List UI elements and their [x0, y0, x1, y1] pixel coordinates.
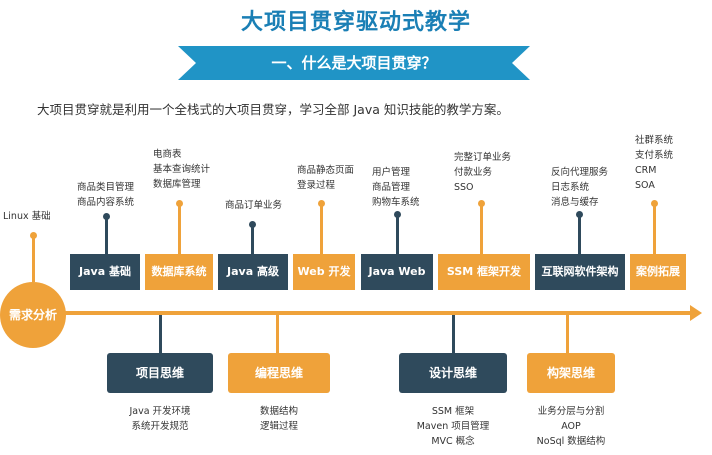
stage-4-stem: [320, 203, 323, 254]
stage-4-topics: 商品静态页面 登录过程: [297, 163, 354, 193]
stage-2-topics: 电商表 基本查询统计 数据库管理: [153, 147, 210, 192]
stage-5-box: Java Web: [361, 254, 433, 290]
thinking-2-topic: 逻辑过程: [259, 421, 298, 432]
stage-3-stem: [251, 224, 254, 254]
thinking-2-box: 编程思维: [228, 353, 330, 393]
stage-2-topic: 数据库管理: [153, 179, 201, 190]
ribbon-right-tail: [512, 46, 530, 80]
stage-8-topic: 支付系统: [635, 150, 674, 161]
thinking-4-topics: 业务分层与分割 AOP NoSql 数据结构: [506, 404, 636, 449]
thinking-4-topic: 业务分层与分割: [537, 406, 605, 417]
stage-8-topics: 社群系统 支付系统 CRM SOA: [635, 133, 673, 193]
thinking-3-topic: Maven 项目管理: [416, 421, 490, 432]
stage-1-topic: 商品内容系统: [77, 197, 135, 208]
stage-5-topics: 用户管理 商品管理 购物车系统: [372, 165, 420, 210]
stage-7-topic: 日志系统: [551, 182, 590, 193]
thinking-4-topic: NoSql 数据结构: [536, 436, 606, 447]
stage-5-stem: [396, 214, 399, 254]
stage-7-box: 互联网软件架构: [535, 254, 625, 290]
stage-3-topic: 商品订单业务: [225, 200, 283, 211]
thinking-3-topics: SSM 框架 Maven 项目管理 MVC 概念: [393, 404, 513, 449]
stage-6-topic: 完整订单业务: [454, 152, 512, 163]
stage-7-stem: [578, 214, 581, 254]
page-title: 大项目贯穿驱动式教学: [240, 10, 471, 35]
thinking-1-stem: [159, 315, 162, 353]
stage-1-stem: [105, 216, 108, 254]
thinking-3-stem: [452, 315, 455, 353]
stage-8-topic: SOA: [635, 180, 655, 191]
stage-8-stem: [653, 203, 656, 254]
ribbon-left-tail: [178, 46, 196, 80]
stage-6-topic: 付款业务: [454, 167, 493, 178]
timeline-line: [60, 311, 692, 315]
stage-6-topics: 完整订单业务 付款业务 SSO: [454, 150, 511, 195]
thinking-4-stem: [566, 315, 569, 353]
section-ribbon: [196, 46, 512, 80]
stage-1-topics: 商品类目管理 商品内容系统: [77, 180, 134, 210]
thinking-1-topic: 系统开发规范: [131, 421, 189, 432]
stage-4-topic: 登录过程: [297, 180, 336, 191]
stage-1-topic: 商品类目管理: [77, 182, 135, 193]
intro-text: 大项目贯穿就是利用一个全栈式的大项目贯穿，学习全部 Java 知识技能的教学方案…: [37, 102, 509, 117]
thinking-1-topics: Java 开发环境 系统开发规范: [100, 404, 220, 434]
stage-2-topic: 基本查询统计: [153, 164, 211, 175]
stage-6-topic: SSO: [454, 182, 474, 193]
stage-6-stem: [480, 203, 483, 254]
stage-8-topic: CRM: [635, 165, 657, 176]
stage-1-box: Java 基础: [70, 254, 140, 290]
stage-2-topic: 电商表: [153, 149, 182, 160]
thinking-4-topic: AOP: [561, 421, 581, 432]
stage-8-box: 案例拓展: [630, 254, 686, 290]
thinking-3-topic: MVC 概念: [431, 436, 475, 447]
timeline-arrowhead: [690, 305, 702, 321]
linux-label: Linux 基础: [3, 211, 51, 222]
stage-4-box: Web 开发: [293, 254, 355, 290]
linux-dot: [30, 232, 37, 239]
stage-2-box: 数据库系统: [145, 254, 213, 290]
thinking-2-topics: 数据结构 逻辑过程: [219, 404, 339, 434]
start-circle: 需求分析: [0, 282, 66, 348]
stage-5-topic: 用户管理: [372, 167, 411, 178]
stage-5-topic: 购物车系统: [372, 197, 420, 208]
stage-7-topic: 反向代理服务: [551, 167, 609, 178]
linux-stem: [32, 236, 35, 282]
stage-7-topics: 反向代理服务 日志系统 消息与缓存: [551, 165, 608, 210]
stage-3-topics: 商品订单业务: [225, 198, 282, 213]
stage-4-topic: 商品静态页面: [297, 165, 355, 176]
section-heading: 一、什么是大项目贯穿？: [271, 54, 437, 72]
thinking-1-topic: Java 开发环境: [129, 406, 191, 417]
thinking-2-stem: [276, 315, 279, 353]
thinking-1-box: 项目思维: [107, 353, 213, 393]
stage-8-topic: 社群系统: [635, 135, 674, 146]
thinking-2-topic: 数据结构: [259, 406, 298, 417]
thinking-3-topic: SSM 框架: [431, 406, 475, 417]
stage-2-stem: [178, 203, 181, 254]
stage-5-topic: 商品管理: [372, 182, 411, 193]
thinking-4-box: 构架思维: [527, 353, 615, 393]
stage-3-box: Java 高级: [218, 254, 288, 290]
stage-6-box: SSM 框架开发: [438, 254, 530, 290]
stage-7-topic: 消息与缓存: [551, 197, 599, 208]
thinking-3-box: 设计思维: [399, 353, 507, 393]
